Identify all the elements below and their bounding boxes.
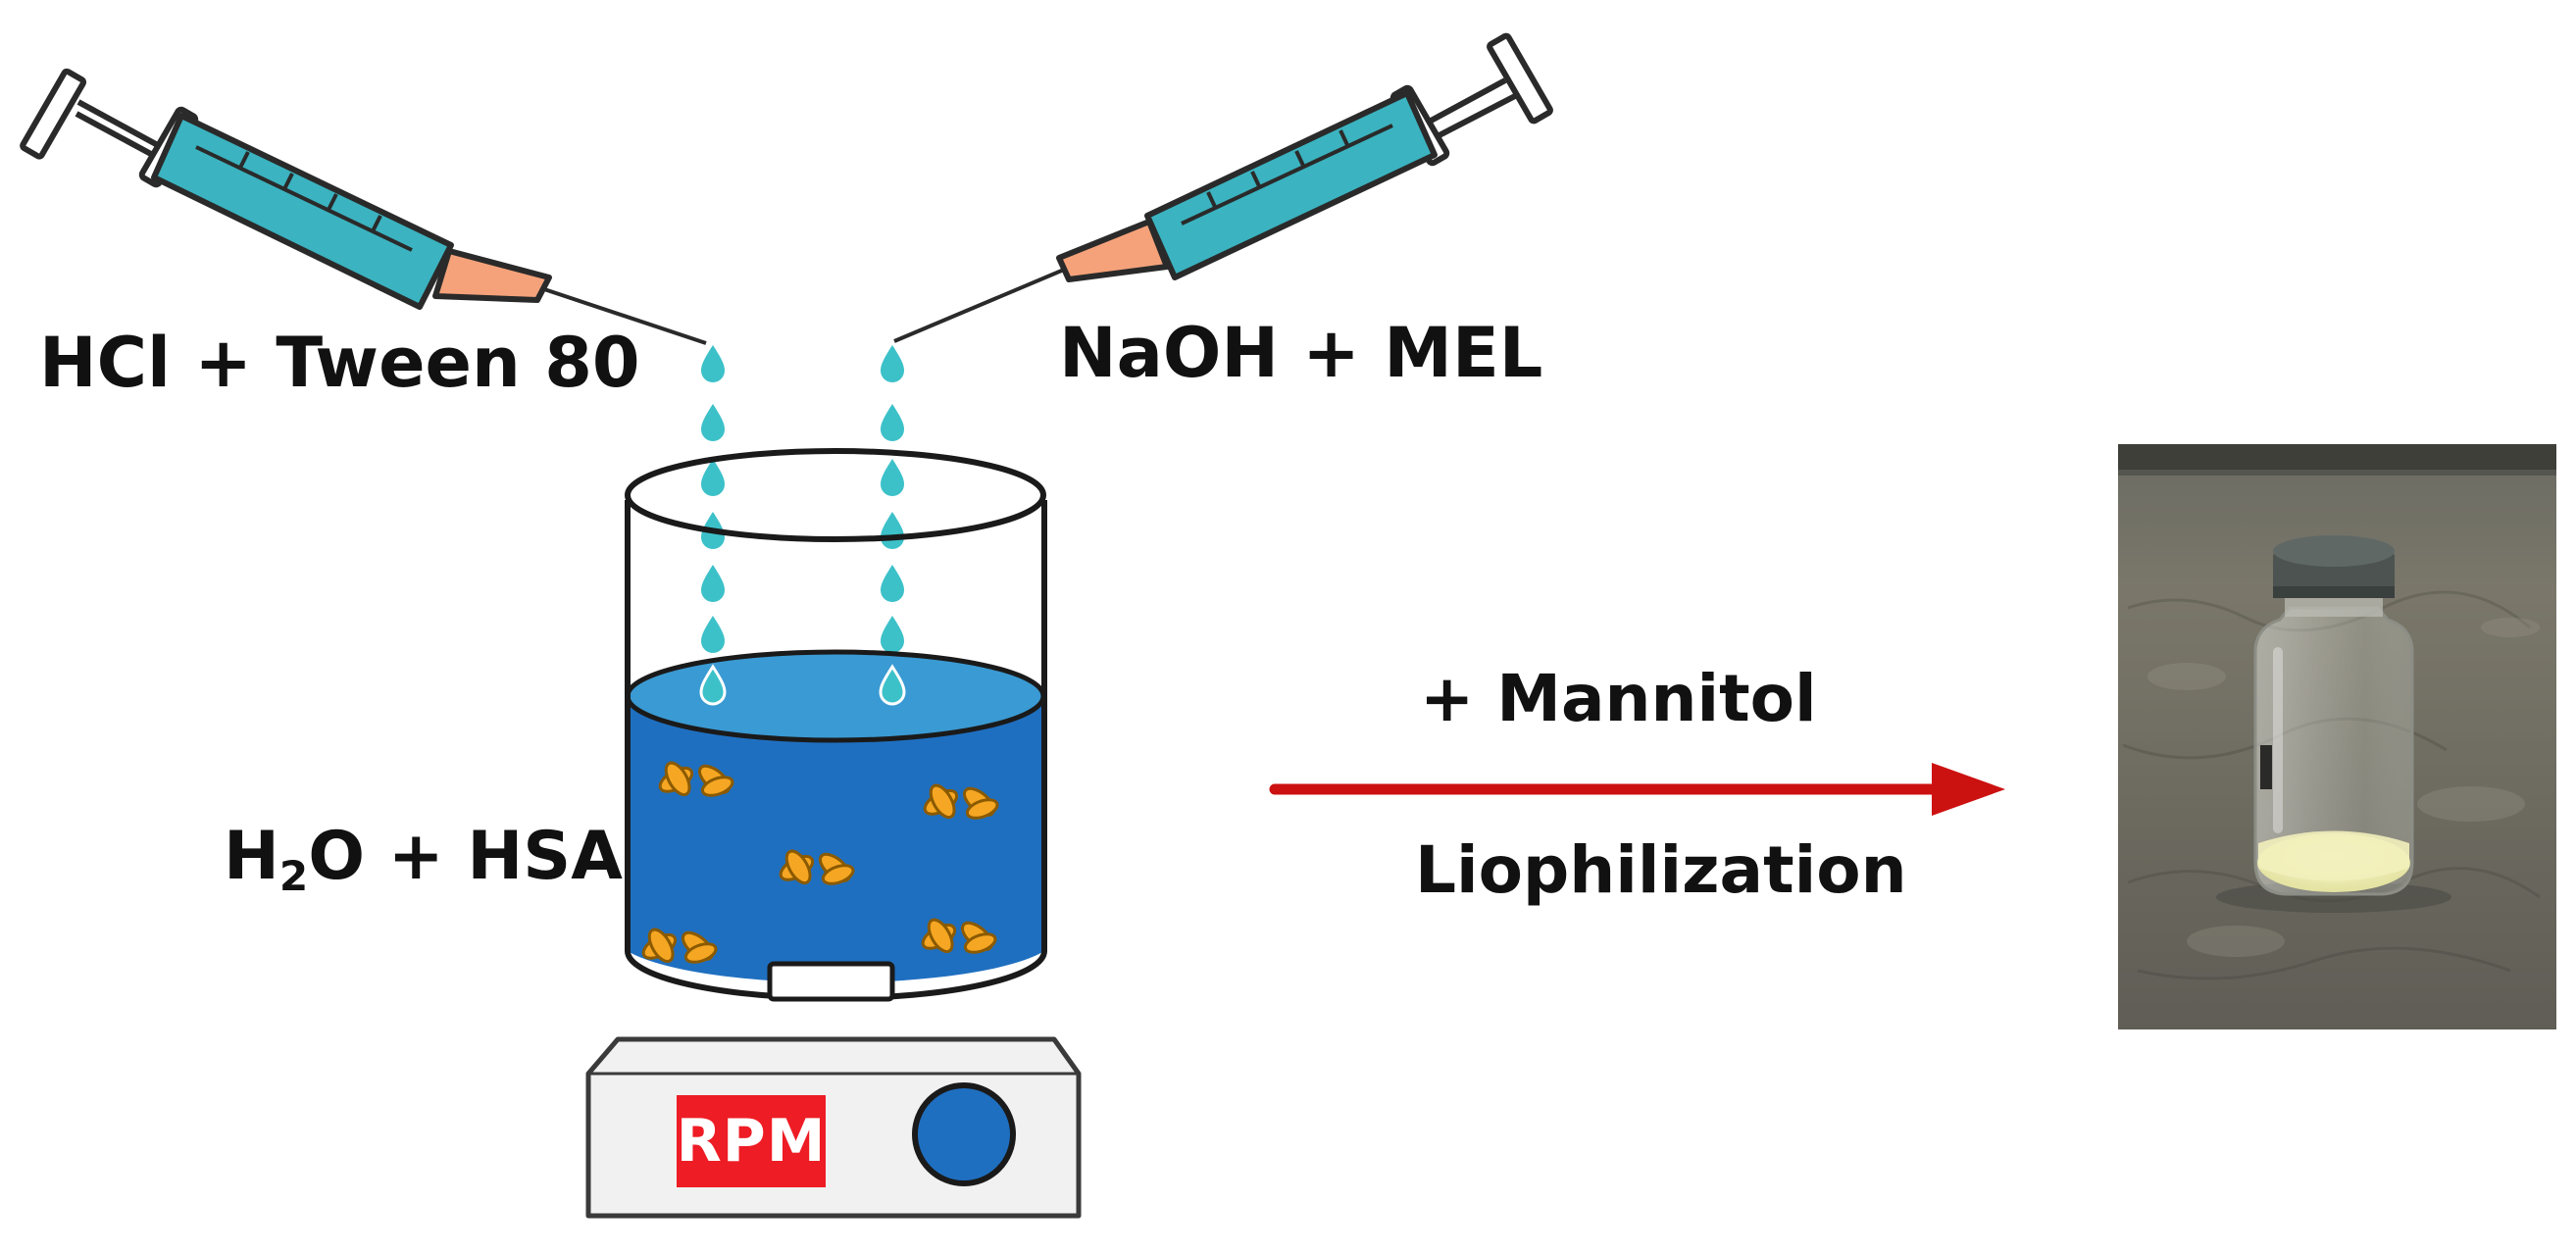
- beaker-icon: [625, 448, 1047, 1002]
- magnetic-stirrer: [585, 1036, 1082, 1219]
- droplets-left: [701, 345, 725, 653]
- rpm-label: RPM: [676, 1107, 827, 1176]
- left-syringe-icon: [20, 68, 707, 345]
- label-h2o-rest: O + HSA: [308, 818, 623, 895]
- right-syringe-icon: [893, 32, 1553, 343]
- stirrer-knob-icon: [912, 1082, 1016, 1186]
- droplets-right: [881, 345, 904, 653]
- label-h2o-sub: 2: [278, 851, 309, 900]
- vial-photo: [2118, 444, 2556, 1029]
- stir-bar-icon: [767, 961, 895, 1002]
- label-naoh-mel: NaOH + MEL: [1059, 313, 1543, 393]
- label-h2o-h: H: [224, 818, 279, 895]
- label-h2o-hsa: H2O + HSA: [224, 824, 623, 897]
- label-liophilization: Liophilization: [1415, 832, 1907, 908]
- vial-icon: [2216, 535, 2451, 913]
- arrow-icon: [1269, 763, 2005, 816]
- label-mannitol: + Mannitol: [1420, 661, 1817, 736]
- rpm-display: [677, 1095, 826, 1187]
- hsa-particles: [641, 761, 999, 964]
- label-hcl-tween: HCl + Tween 80: [39, 323, 640, 403]
